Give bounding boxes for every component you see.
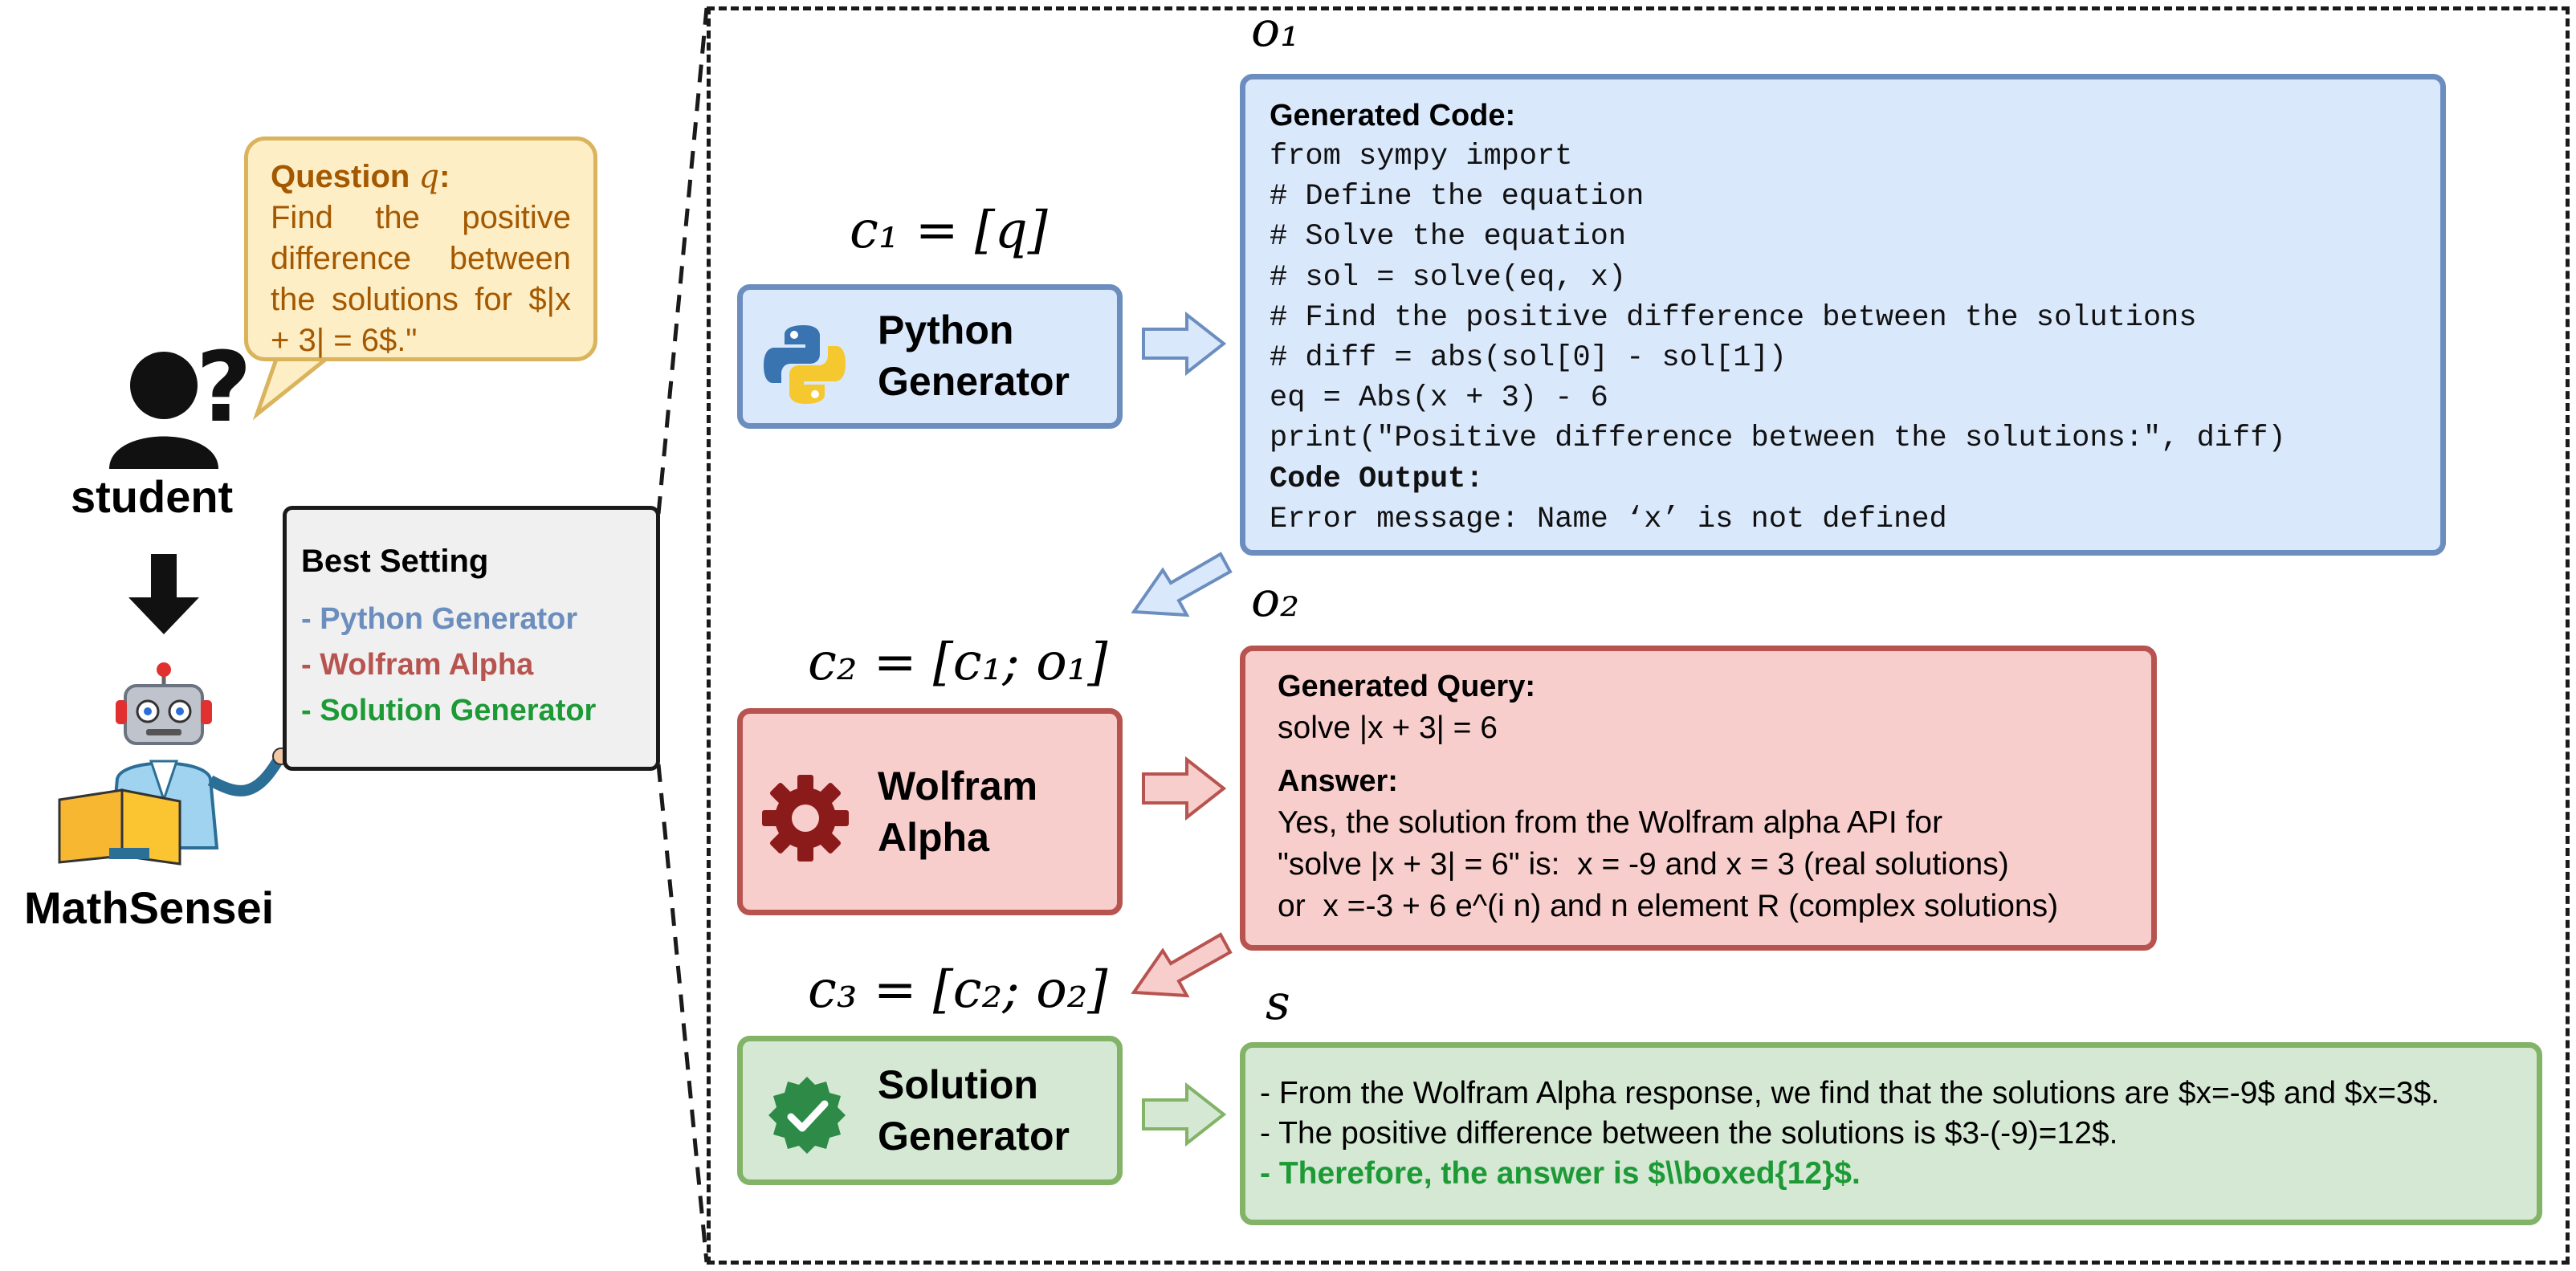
output-label-s: s	[1266, 975, 1290, 1031]
question-text: Find the positive difference between the…	[271, 200, 571, 358]
arrow-solution-to-output	[1142, 1082, 1227, 1147]
context-c3: c₃ = [c₂; o₂]	[808, 960, 1108, 1020]
zoom-line-bottom	[656, 764, 709, 1263]
solution-line: - From the Wolfram Alpha response, we fi…	[1260, 1076, 2440, 1110]
gear-icon	[762, 775, 849, 862]
verified-badge-icon	[768, 1077, 846, 1154]
zoom-line-top	[656, 7, 709, 515]
code-line: # Define the equation	[1270, 180, 1645, 214]
code-output-text: Error message: Name ‘x’ is not defined	[1270, 502, 1947, 536]
code-output-label: Code Output:	[1270, 462, 1484, 496]
generated-code-label: Generated Code:	[1270, 99, 1516, 132]
generated-query-text: solve |x + 3| = 6	[1278, 711, 1498, 745]
wolfram-output-panel: Generated Query: solve |x + 3| = 6 Answe…	[1240, 646, 2157, 951]
solution-final-answer: - Therefore, the answer is $\\boxed{12}$…	[1260, 1156, 1861, 1191]
answer-line: Yes, the solution from the Wolfram alpha…	[1278, 805, 1943, 840]
solution-generator-box: Solution Generator	[737, 1036, 1123, 1185]
brand-label: MathSensei	[24, 882, 275, 933]
code-line: # Solve the equation	[1270, 220, 1627, 255]
wolfram-alpha-title: Wolfram Alpha	[878, 764, 1038, 860]
wolfram-alpha-box: Wolfram Alpha	[737, 708, 1123, 915]
student-label: student	[71, 471, 234, 522]
arrow-o2-to-c3	[1131, 932, 1233, 998]
student-icon: ?	[109, 332, 252, 469]
code-line: print("Positive difference between the s…	[1270, 422, 2286, 456]
answer-line: "solve |x + 3| = 6" is: x = -9 and x = 3…	[1278, 847, 2009, 882]
best-setting-item-python: - Python Generator	[301, 602, 578, 636]
arrow-o1-to-c2	[1131, 552, 1233, 617]
output-label-o2: o₂	[1251, 572, 1300, 628]
question-var: q	[418, 158, 440, 195]
solution-line: - The positive difference between the so…	[1260, 1116, 2118, 1151]
code-line: # Find the positive difference between t…	[1270, 300, 2197, 335]
code-line: eq = Abs(x + 3) - 6	[1270, 381, 1608, 416]
solution-generator-title: Solution Generator	[878, 1062, 1070, 1159]
arrow-wolfram-to-output	[1142, 756, 1227, 821]
robot-teacher-icon	[58, 662, 303, 866]
question-title: Question	[271, 159, 410, 194]
output-label-o1: o₁	[1251, 2, 1300, 58]
best-setting-panel: Best Setting - Python Generator - Wolfra…	[283, 506, 660, 771]
answer-line: or x =-3 + 6 e^(i n) and n element R (co…	[1278, 889, 2059, 923]
solution-output-panel: - From the Wolfram Alpha response, we fi…	[1240, 1042, 2542, 1225]
down-arrow	[128, 554, 199, 634]
best-setting-title: Best Setting	[301, 544, 489, 579]
context-c1: c₁ = [q]	[850, 201, 1048, 260]
generated-code-panel: Generated Code: from sympy import # Defi…	[1240, 74, 2446, 556]
context-c2: c₂ = [c₁; o₁]	[808, 633, 1108, 692]
best-setting-item-wolfram: - Wolfram Alpha	[301, 648, 534, 682]
python-logo-icon	[764, 325, 846, 404]
best-setting-item-solution: - Solution Generator	[301, 694, 597, 727]
arrow-python-to-output	[1142, 311, 1227, 377]
python-generator-box: Python Generator	[737, 284, 1123, 429]
zoom-frame	[707, 6, 2570, 1265]
code-line: # sol = solve(eq, x)	[1270, 260, 1627, 295]
svg-text:?: ?	[196, 332, 252, 444]
code-line: from sympy import	[1270, 140, 1573, 173]
question-bubble: Question q: Find the positive difference…	[244, 136, 597, 361]
python-generator-title: Python Generator	[878, 308, 1070, 404]
generated-query-label: Generated Query:	[1278, 670, 1535, 703]
code-line: # diff = abs(sol[0] - sol[1])	[1270, 341, 1787, 376]
answer-label: Answer:	[1278, 764, 1398, 798]
